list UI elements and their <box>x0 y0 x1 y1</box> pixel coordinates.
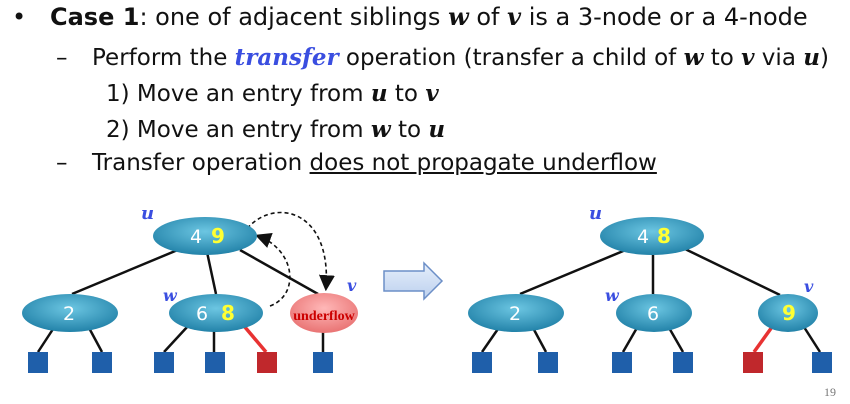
root-key-4: 4 <box>190 226 202 248</box>
mid-child-key-8: 8 <box>221 301 235 325</box>
var-v: v <box>425 80 439 107</box>
leaf <box>28 352 48 373</box>
leaf <box>154 352 174 373</box>
word-to: to <box>387 81 426 107</box>
left-tree: u 4 9 2 w 6 8 v underflow <box>22 203 358 373</box>
root-node <box>600 217 704 255</box>
var-u: u <box>803 44 820 71</box>
leaf <box>92 352 112 373</box>
transfer-arrow-u-to-v <box>242 211 335 292</box>
mid-child-node <box>616 294 692 332</box>
left-child-node <box>22 294 118 332</box>
word-to: to <box>390 117 429 143</box>
step-2: 2) Move an entry from w to u <box>106 116 445 143</box>
dash-icon: – <box>56 150 68 176</box>
edge <box>86 325 104 353</box>
root-key-9: 9 <box>211 224 225 248</box>
leaf-highlight <box>743 352 763 373</box>
var-w: w <box>683 44 704 71</box>
edge <box>71 247 181 296</box>
word-to: to <box>703 45 742 71</box>
no-propagate-text: does not propagate underflow <box>309 150 657 176</box>
close-paren: ) <box>819 45 829 71</box>
leaf <box>538 352 558 373</box>
page-number: 19 <box>824 385 836 399</box>
var-u: u <box>428 116 446 143</box>
right-child-key-9: 9 <box>782 301 796 325</box>
right-arrow-icon <box>383 261 444 301</box>
var-v: v <box>741 44 755 71</box>
label-w: w <box>605 286 620 305</box>
right-child-node <box>758 294 818 332</box>
sub-bullet-no-propagate: –Transfer operation does not propagate u… <box>56 150 657 176</box>
edge <box>666 325 685 353</box>
var-v: v <box>507 2 522 31</box>
label-u: u <box>141 203 154 224</box>
word-via: via <box>754 45 804 71</box>
edge-highlight <box>242 324 268 354</box>
leaf-highlight <box>257 352 277 373</box>
mid-child-key-6: 6 <box>196 303 208 325</box>
edge-highlight <box>752 325 774 354</box>
right-tree: u 4 8 2 w 6 v 9 <box>468 203 832 373</box>
edge <box>684 247 781 297</box>
root-key-4: 4 <box>637 226 649 248</box>
leaf <box>673 352 693 373</box>
underflow-node <box>290 293 358 333</box>
left-child-key: 2 <box>509 303 521 325</box>
var-w: w <box>370 116 391 143</box>
word-of: of <box>468 3 508 31</box>
perform-text-2: operation (transfer a child of <box>338 45 684 71</box>
case-text: : one of adjacent siblings <box>139 3 449 31</box>
label-u: u <box>589 203 602 224</box>
left-child-key: 2 <box>63 303 75 325</box>
var-u: u <box>370 80 388 107</box>
step-1: 1) Move an entry from u to v <box>106 80 439 107</box>
root-key-8: 8 <box>657 224 671 248</box>
leaf <box>472 352 492 373</box>
step-1-text: 1) Move an entry from <box>106 81 371 107</box>
bullet-icon: • <box>12 3 27 31</box>
leaf <box>612 352 632 373</box>
var-w: w <box>448 2 469 31</box>
label-v: v <box>347 276 357 295</box>
perform-text: Perform the <box>92 45 235 71</box>
mid-child-node <box>169 294 263 332</box>
sub-bullet-perform: –Perform the transfer operation (transfe… <box>56 44 829 71</box>
edge <box>802 326 822 353</box>
edge <box>163 325 189 353</box>
edge <box>621 325 640 353</box>
root-node <box>153 217 257 255</box>
edge <box>519 247 629 296</box>
edge <box>205 251 218 295</box>
leaf <box>812 352 832 373</box>
transfer-op-text: Transfer operation <box>92 150 310 176</box>
label-w: w <box>163 286 178 305</box>
leaf <box>313 352 333 373</box>
edge <box>239 248 319 296</box>
label-v: v <box>804 277 814 296</box>
left-child-node <box>468 294 564 332</box>
bullet-case-1: • Case 1: one of adjacent siblings w of v… <box>12 2 808 31</box>
step-2-text: 2) Move an entry from <box>106 117 371 143</box>
case-text-end: is a 3-node or a 4-node <box>521 3 808 31</box>
mid-child-key: 6 <box>647 303 659 325</box>
case-label: Case 1 <box>50 3 140 31</box>
transfer-keyword: transfer <box>234 44 339 71</box>
leaf <box>205 352 225 373</box>
transfer-arrow-w-to-u <box>254 232 291 307</box>
underflow-label: underflow <box>293 309 355 324</box>
dash-icon: – <box>56 45 68 71</box>
